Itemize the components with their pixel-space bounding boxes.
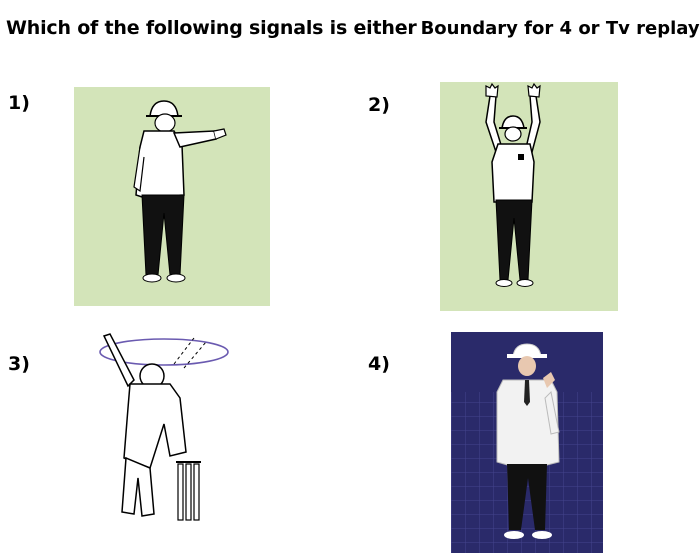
question-text: Which of the following signals is either…: [6, 17, 700, 39]
umpire-hand-on-shoulder-icon: [451, 332, 603, 553]
umpire-both-arms-raised-icon: [440, 82, 618, 311]
option-2-label: 2): [368, 94, 390, 116]
umpire-arm-waving-circle-icon: [94, 328, 234, 528]
question-part-1: Which of the following signals is either: [6, 17, 417, 39]
option-4-label: 4): [368, 353, 390, 375]
option-4-image[interactable]: [451, 332, 603, 553]
option-2-image[interactable]: [440, 82, 618, 311]
question-part-2: Boundary for 4 or Tv replay ?: [420, 18, 700, 39]
option-1-image[interactable]: [74, 87, 270, 306]
option-3-image[interactable]: [94, 328, 234, 528]
option-3-label: 3): [8, 353, 30, 375]
option-1-label: 1): [8, 92, 30, 114]
umpire-arm-horizontal-icon: [74, 87, 270, 306]
